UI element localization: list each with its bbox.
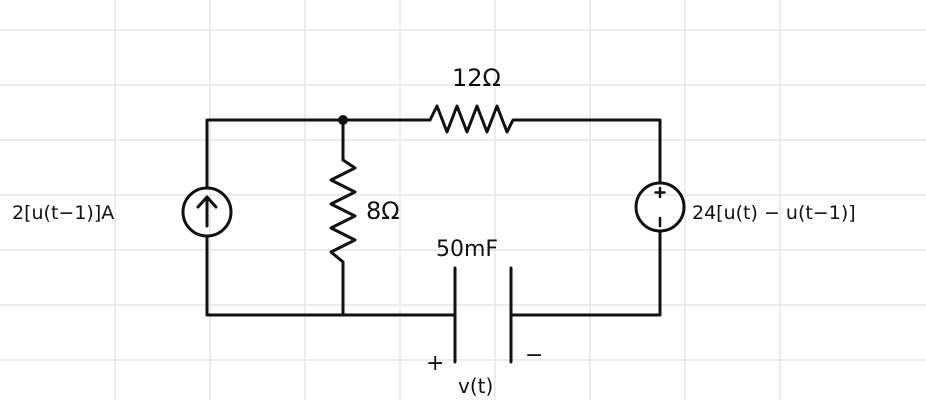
voltage-source-label: 24[u(t) − u(t−1)] (692, 202, 856, 224)
voltage-source (634, 181, 686, 233)
wire-bottom-left (205, 234, 457, 317)
resistor-12-label: 12Ω (452, 64, 501, 92)
wire-bottom-right (509, 229, 662, 317)
current-source-label: 2[u(t−1)]A (12, 202, 114, 224)
resistor-8-label: 8Ω (366, 197, 400, 225)
wire-top-right (518, 118, 662, 185)
wire-top-left (205, 118, 432, 190)
capacitor-voltage-label: v(t) (458, 374, 493, 398)
resistor-8-ohm (329, 158, 357, 264)
current-source (181, 186, 233, 238)
wires (205, 118, 662, 317)
resistor-12-ohm (428, 104, 522, 134)
plus-minus-icon (654, 186, 666, 228)
junction-node (338, 115, 348, 125)
capacitor-label: 50mF (436, 237, 498, 262)
capacitor-50mf (453, 266, 513, 364)
capacitor-plus-sign: + (426, 351, 444, 376)
capacitor-minus-sign: − (525, 343, 543, 368)
arrow-up-icon (196, 195, 218, 228)
